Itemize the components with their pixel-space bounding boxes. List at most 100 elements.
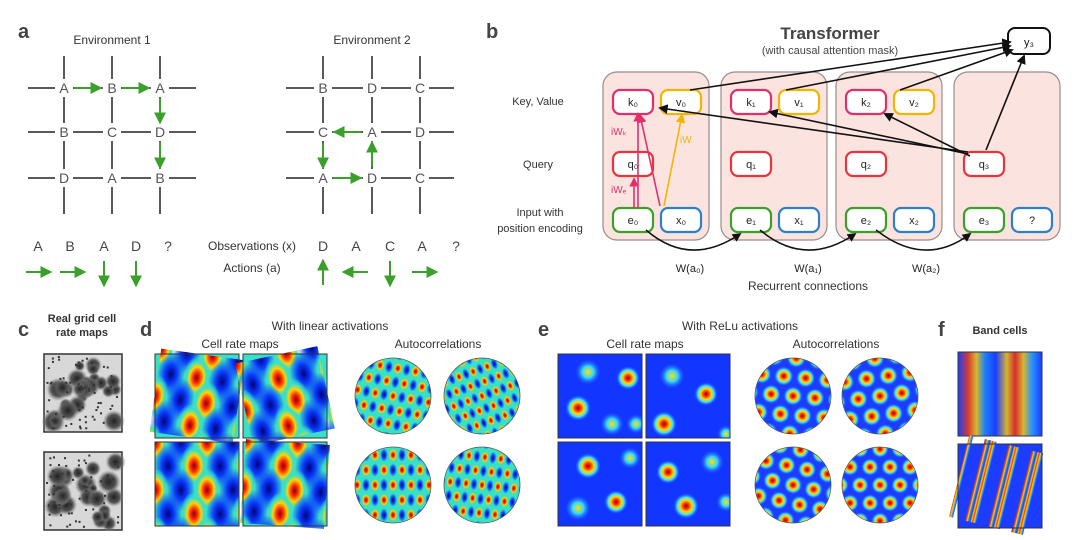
spike-dot — [57, 463, 60, 466]
map-frame — [242, 441, 328, 527]
recurrent-arrows — [645, 229, 972, 251]
spike-dot — [84, 415, 87, 418]
autocorr-peak — [934, 376, 956, 398]
autocorr-peak — [755, 420, 756, 434]
input-box — [777, 206, 821, 234]
spike-dot — [99, 402, 102, 405]
autocorr-peak — [921, 458, 939, 476]
autocorr-peak — [821, 530, 839, 540]
autocorr-peak — [901, 530, 919, 540]
spike-dot — [79, 427, 82, 430]
panel-letter-e: e — [538, 319, 549, 341]
firing-field — [575, 453, 601, 479]
autocorr-peak — [463, 447, 475, 464]
autocorr-peak — [470, 358, 481, 364]
autocorr-peak — [396, 461, 408, 479]
spike-dot — [61, 472, 64, 475]
value-label: v₀ — [676, 97, 686, 109]
autocorr-peak — [496, 521, 507, 523]
rate-blob — [72, 382, 87, 396]
spike-dot — [91, 415, 94, 418]
grid-node-label: D — [367, 170, 377, 186]
autocorr-peak — [931, 476, 949, 494]
autocorr-trough — [428, 425, 431, 434]
autocorr-peak — [842, 429, 852, 434]
real-grid-map-2 — [43, 451, 126, 532]
autocorr-peak — [783, 386, 803, 406]
query-label: q₁ — [746, 159, 756, 171]
rate-blob — [46, 465, 69, 488]
autocorr-peak — [398, 376, 411, 392]
spike-dot — [51, 419, 54, 422]
autocorr-trough — [432, 397, 442, 411]
rate-blob — [91, 510, 105, 524]
autocorr-trough — [524, 497, 532, 510]
grid-node-label: C — [318, 124, 328, 140]
spike-dot — [92, 508, 95, 511]
panel-letter-f: f — [938, 319, 945, 341]
autocorr-peak — [444, 389, 448, 404]
map-blob — [329, 520, 330, 529]
grid-node-label: D — [155, 124, 165, 140]
autocorr-peak — [516, 388, 520, 403]
spike-dot — [80, 385, 83, 388]
autocorr-peak — [851, 447, 869, 458]
autocorr-peak — [482, 359, 493, 374]
spike-dot — [48, 399, 51, 402]
autocorr-peak — [792, 405, 813, 426]
autocorr-trough — [380, 388, 389, 401]
band-stripe — [1008, 436, 1047, 537]
map-frame — [645, 353, 731, 439]
autocorr-peak — [823, 427, 831, 434]
autocorr-trough — [389, 433, 397, 447]
autocorr-peak — [451, 488, 462, 505]
grid-node-bg — [103, 169, 121, 187]
grid-node-label: A — [318, 170, 328, 186]
autocorr-trough — [425, 433, 433, 447]
autocorr-peak — [453, 369, 465, 384]
autocorr-trough — [471, 392, 479, 405]
autocorr-peak — [363, 369, 375, 386]
autocorr-trough — [355, 493, 361, 507]
autocorr-peak — [492, 478, 504, 495]
autocorr-trough — [496, 397, 505, 409]
autocorr-trough — [407, 523, 415, 537]
autocorr-peak — [470, 462, 481, 478]
autocorr-peak — [349, 338, 363, 355]
position-box — [844, 206, 888, 234]
autocorr-peak — [367, 341, 381, 358]
map-blob — [155, 516, 167, 526]
grid-node-label: A — [59, 80, 69, 96]
autocorr-trough — [431, 354, 441, 368]
weight-arrows — [629, 112, 686, 208]
grid-node-label: A — [155, 80, 165, 96]
autocorr-trough — [480, 417, 488, 429]
autocorr-peak — [755, 447, 769, 451]
spike-dot — [84, 421, 87, 424]
spike-dot — [100, 521, 103, 524]
grid-node-label: C — [107, 124, 117, 140]
autocorr-peak — [941, 458, 959, 476]
autocorr-trough — [353, 433, 361, 447]
input-box — [892, 206, 936, 234]
autocorr-peak — [441, 447, 453, 464]
spike-dot — [59, 377, 62, 380]
firing-field — [717, 425, 730, 438]
grid-node-bg — [411, 169, 429, 187]
firing-field — [565, 395, 591, 421]
actions-env1 — [26, 261, 142, 288]
panel-letter-a: a — [18, 21, 30, 43]
autocorr-peak — [396, 521, 408, 523]
autocorr-peak — [393, 403, 406, 419]
autocorr-trough — [344, 448, 352, 462]
rate-blob — [86, 362, 100, 376]
autocorr-trough — [398, 478, 406, 492]
autocorr-trough — [353, 523, 361, 537]
spike-dot — [62, 415, 65, 418]
autocorr-peak — [729, 362, 750, 383]
autocorr-frame — [754, 446, 832, 524]
autocorr-trough — [344, 381, 354, 395]
spike-dot — [106, 474, 109, 477]
map-frame — [154, 353, 240, 439]
autocorr-peak — [502, 465, 513, 482]
